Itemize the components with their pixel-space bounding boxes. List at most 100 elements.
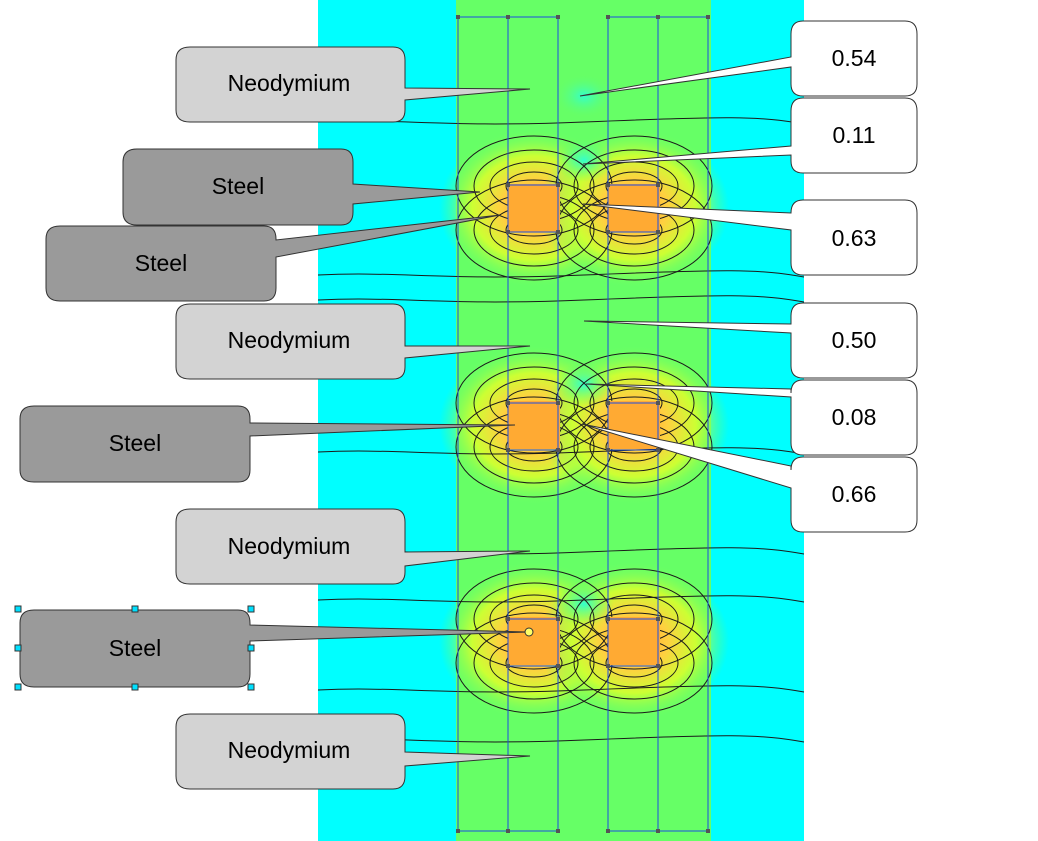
mesh-node: [656, 664, 660, 668]
mesh-node: [556, 664, 560, 668]
value-callout-shape: [582, 97, 918, 174]
selection-handle[interactable]: [247, 644, 255, 652]
value-label: 0.63: [832, 225, 877, 251]
value-callout[interactable]: 0.66: [581, 423, 918, 533]
mesh-node: [506, 401, 510, 405]
neodymium-callout-shape: [175, 303, 531, 380]
neodymium-callout-shape: [175, 46, 531, 123]
steel-label: Steel: [212, 173, 264, 199]
mesh-node: [606, 664, 610, 668]
steel-callout-selected[interactable]: Steel: [14, 605, 534, 691]
mesh-node: [456, 15, 460, 19]
steel-pole-piece: [508, 184, 560, 232]
mesh-node: [706, 829, 710, 833]
mesh-node: [506, 230, 510, 234]
neodymium-callout[interactable]: Neodymium: [175, 303, 531, 380]
neodymium-label: Neodymium: [228, 70, 351, 96]
steel-callout[interactable]: Steel: [19, 405, 516, 483]
mesh-node: [656, 448, 660, 452]
mesh-node: [656, 15, 660, 19]
selection-handle[interactable]: [14, 644, 22, 652]
mesh-node: [556, 183, 560, 187]
neodymium-label: Neodymium: [228, 533, 351, 559]
steel-label: Steel: [109, 635, 161, 661]
neodymium-callout[interactable]: Neodymium: [175, 46, 531, 123]
mesh-node: [556, 401, 560, 405]
field-lowspot: [554, 362, 614, 406]
value-callout[interactable]: 0.50: [583, 302, 918, 379]
steel-callout-shape: [19, 405, 516, 483]
mesh-node: [506, 183, 510, 187]
value-callout[interactable]: 0.08: [585, 379, 918, 456]
mesh-node: [606, 15, 610, 19]
value-callout-shape: [582, 199, 918, 276]
mesh-node: [556, 15, 560, 19]
field-contour: [317, 270, 805, 278]
steel-callout-shape: [19, 609, 529, 688]
value-label: 0.08: [832, 404, 877, 430]
selection-handle[interactable]: [247, 683, 255, 691]
callout-pointer-handle[interactable]: [524, 627, 534, 637]
value-label: 0.66: [832, 481, 877, 507]
steel-callout-shape: [122, 148, 481, 226]
field-contour: [317, 595, 805, 603]
neodymium-callout[interactable]: Neodymium: [175, 713, 531, 790]
mesh-node: [556, 448, 560, 452]
mesh-node: [606, 617, 610, 621]
value-label: 0.54: [832, 45, 877, 71]
selection-handles[interactable]: [14, 605, 255, 691]
steel-callout-shape: [45, 214, 501, 302]
value-callout[interactable]: 0.11: [582, 97, 918, 174]
mesh-node: [506, 829, 510, 833]
neodymium-label: Neodymium: [228, 327, 351, 353]
steel-label: Steel: [135, 250, 187, 276]
steel-label: Steel: [109, 430, 161, 456]
mesh-node: [656, 617, 660, 621]
mesh-nodes: [456, 15, 710, 833]
steel-pole-pieces: [508, 184, 660, 665]
mesh-node: [506, 617, 510, 621]
selection-handle[interactable]: [14, 683, 22, 691]
field-contour: [317, 447, 805, 455]
field-lowspot: [554, 138, 614, 182]
steel-callout[interactable]: Steel: [122, 148, 481, 226]
mesh-node: [606, 829, 610, 833]
mesh-node: [606, 230, 610, 234]
steel-pole-piece: [608, 617, 660, 665]
mesh-node: [606, 401, 610, 405]
field-lowspot: [554, 582, 614, 626]
neodymium-label: Neodymium: [228, 737, 351, 763]
mesh-node: [606, 448, 610, 452]
neodymium-callout[interactable]: Neodymium: [175, 508, 531, 585]
selection-handle[interactable]: [131, 605, 139, 613]
field-contour: [317, 295, 805, 303]
mesh-node: [706, 15, 710, 19]
value-callout-shape: [583, 302, 918, 379]
mesh-node: [506, 15, 510, 19]
value-callout[interactable]: 0.54: [579, 20, 918, 97]
mesh-node: [456, 829, 460, 833]
field-lowspot: [554, 74, 614, 118]
neodymium-callout-shape: [175, 713, 531, 790]
field-contour: [317, 685, 805, 693]
mesh-node: [506, 664, 510, 668]
mesh-node: [656, 401, 660, 405]
steel-callout[interactable]: Steel: [45, 214, 501, 302]
mesh-node: [656, 183, 660, 187]
selection-handle[interactable]: [14, 605, 22, 613]
selection-handle[interactable]: [131, 683, 139, 691]
mesh-node: [606, 183, 610, 187]
mesh-node: [556, 230, 560, 234]
value-label: 0.50: [832, 327, 877, 353]
value-callout-shape: [585, 379, 918, 456]
mesh-node: [556, 829, 560, 833]
value-callout-shape: [579, 20, 918, 97]
mesh-node: [506, 448, 510, 452]
mesh-node: [656, 829, 660, 833]
value-callout-shape: [581, 423, 918, 533]
value-label: 0.11: [832, 122, 875, 148]
value-callout[interactable]: 0.63: [582, 199, 918, 276]
selection-handle[interactable]: [247, 605, 255, 613]
neodymium-callout-shape: [175, 508, 531, 585]
mesh-node: [556, 617, 560, 621]
